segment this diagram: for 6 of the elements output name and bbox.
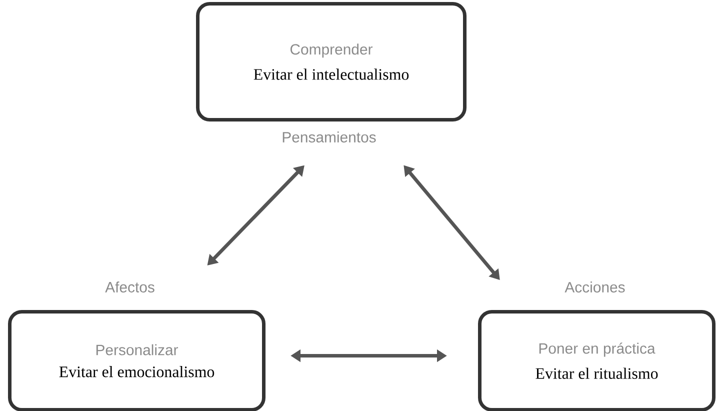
process-box: Personalizar Evitar el emocionalismo xyxy=(8,310,266,411)
node-caption: Pensamientos xyxy=(282,132,376,142)
node-caption: Afectos xyxy=(105,282,154,292)
node-caption: Acciones xyxy=(564,282,625,292)
process-box: Poner en práctica Evitar el ritualismo xyxy=(478,310,716,411)
process-box: Comprender Evitar el intelectualismo xyxy=(196,2,466,122)
